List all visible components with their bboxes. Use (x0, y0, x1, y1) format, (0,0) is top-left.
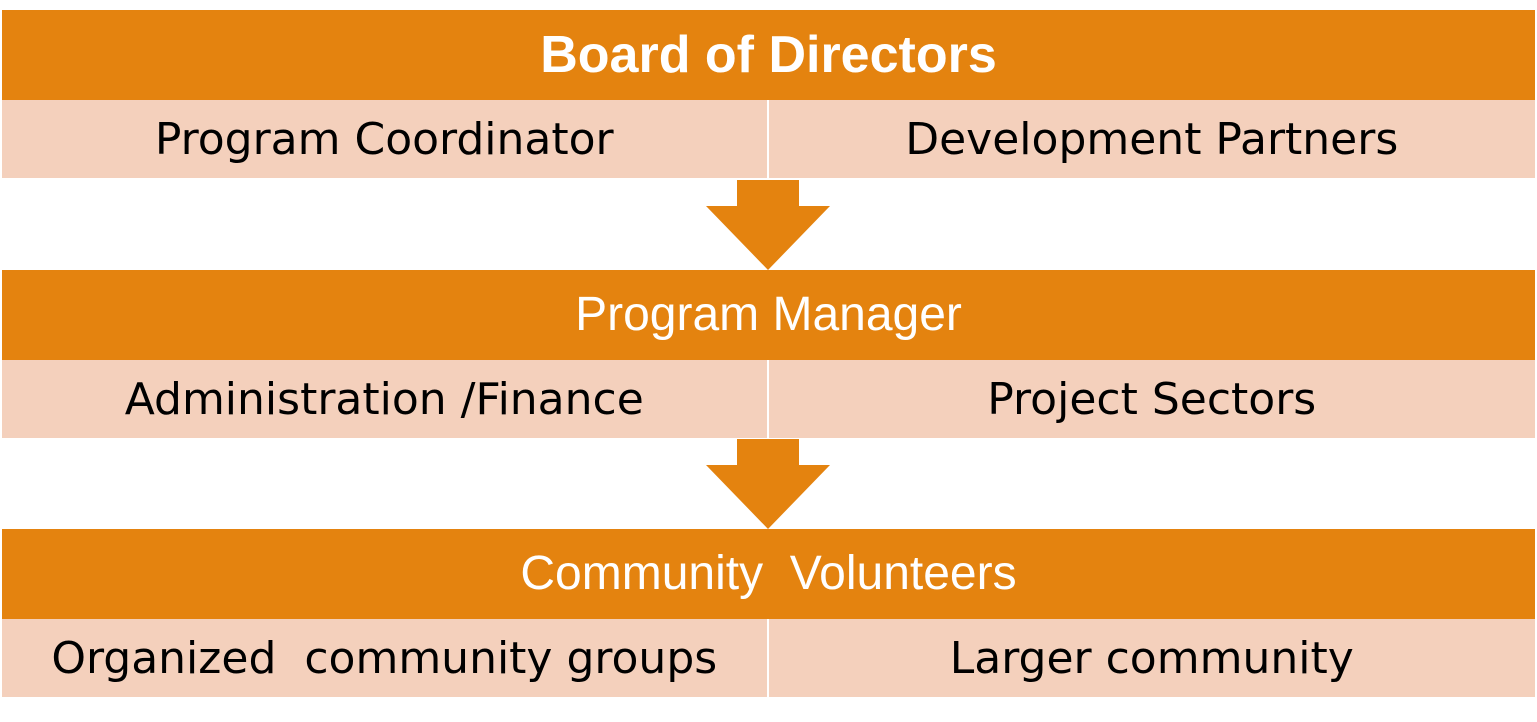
project-sectors-cell: Project Sectors (987, 373, 1317, 425)
larger-community-cell: Larger community (949, 632, 1354, 684)
program-coordinator-cell: Program Coordinator (2, 100, 769, 178)
tier-program-manager: Program Manager Administration /Finance … (2, 270, 1535, 438)
tier-community-volunteers: Community Volunteers Organized community… (2, 529, 1535, 697)
tier-board-of-directors: Board of Directors Program Coordinator D… (2, 10, 1535, 178)
arrow-down-icon (706, 180, 830, 270)
tier-subrow: Administration /Finance Project Sectors (2, 360, 1535, 438)
organized-community-groups-cell: Organized community groups (2, 619, 769, 697)
tier-header: Community Volunteers (2, 529, 1535, 619)
tier-subrow: Program Coordinator Development Partners (2, 100, 1535, 178)
tier-header: Program Manager (2, 270, 1535, 360)
tier-subrow: Organized community groups Larger commun… (2, 619, 1535, 697)
program-manager-title: Program Manager (575, 288, 962, 341)
arrow-down-icon (706, 439, 830, 529)
board-of-directors-title: Board of Directors (540, 26, 997, 84)
development-partners-cell: Development Partners (905, 113, 1399, 165)
administration-finance-cell: Administration /Finance (2, 360, 769, 438)
community-volunteers-title: Community Volunteers (520, 547, 1017, 600)
tier-header: Board of Directors (2, 10, 1535, 100)
